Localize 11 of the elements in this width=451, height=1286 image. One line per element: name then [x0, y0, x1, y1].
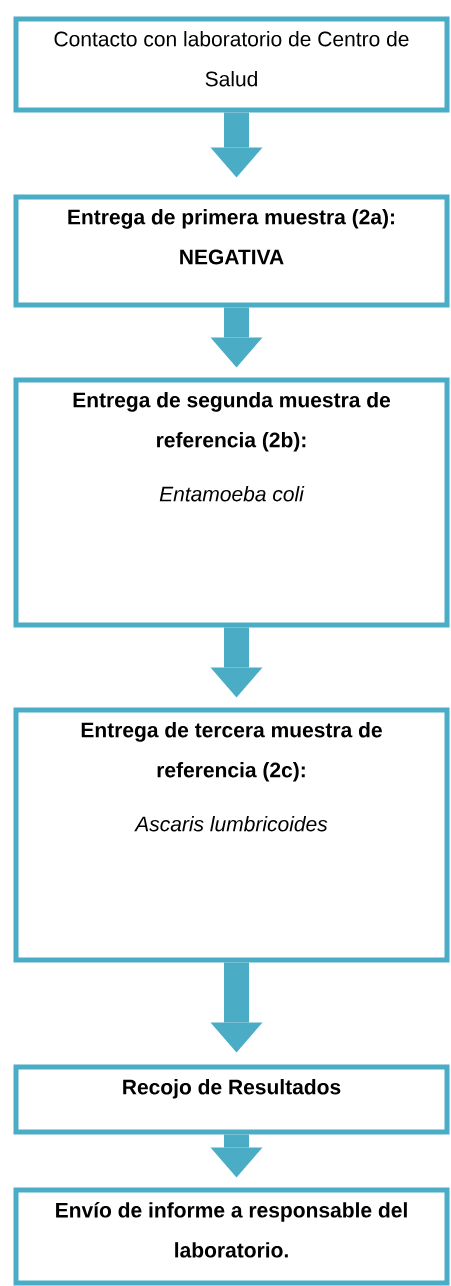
process-box: Entrega de segunda muestra de referencia (2b): Entamoeba coli	[13, 377, 450, 628]
arrow	[210, 1134, 263, 1178]
process-box: Entrega de tercera muestra de referencia (2c): Ascaris lumbricoides	[13, 707, 450, 963]
arrow	[210, 962, 263, 1053]
arrow	[210, 307, 263, 368]
process-box: Envío de informe a responsable del laboratorio.	[13, 1187, 450, 1286]
process-box: Contacto con laboratorio de Centro de Salud	[13, 16, 450, 113]
arrow	[210, 627, 263, 698]
arrow	[210, 112, 263, 178]
process-box: Entrega de primera muestra (2a): NEGATIVA	[13, 194, 450, 308]
process-box: Recojo de Resultados	[13, 1064, 450, 1135]
